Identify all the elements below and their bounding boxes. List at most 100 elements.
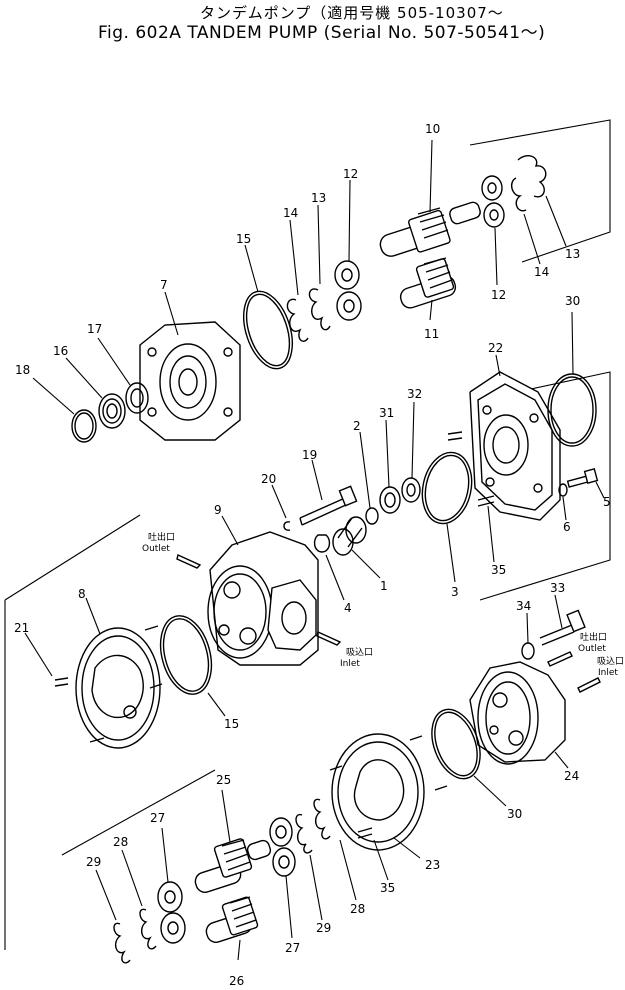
gear-plate-23 <box>329 733 448 859</box>
label-part-2: 2 <box>353 419 361 433</box>
label-part-17: 17 <box>87 322 102 336</box>
snap-ring-2 <box>359 431 379 525</box>
label-part-10: 10 <box>425 122 440 136</box>
label-part-24: 24 <box>564 769 579 783</box>
outlet-arrow-lower: 吐出口 Outlet <box>547 631 607 667</box>
label-part-21: 21 <box>14 621 29 635</box>
washer-17 <box>97 337 149 414</box>
seal-14-rear <box>510 177 541 265</box>
seal-14-front <box>286 219 309 342</box>
label-part-30-upper: 30 <box>565 294 580 308</box>
label-part-29-left: 29 <box>86 855 101 869</box>
inlet-label-en-lower: Inlet <box>598 668 618 678</box>
flange-7 <box>139 291 241 441</box>
label-part-12-rear: 12 <box>491 288 506 302</box>
bolt-19 <box>299 459 358 526</box>
outlet-label-en-upper: Outlet <box>142 544 170 554</box>
label-part-22: 22 <box>488 341 503 355</box>
seal-4 <box>313 534 345 601</box>
seal-29-left <box>95 869 131 964</box>
washer-20 <box>271 484 291 531</box>
label-part-8: 8 <box>78 587 86 601</box>
label-part-32: 32 <box>407 387 422 401</box>
label-part-33: 33 <box>550 581 565 595</box>
seal-29-right <box>295 813 323 921</box>
label-part-30-lower: 30 <box>507 807 522 821</box>
drive-gear-shaft-10 <box>379 139 481 257</box>
washer-34 <box>521 612 535 660</box>
label-part-27-left: 27 <box>150 811 165 825</box>
gear-plate-8 <box>75 597 163 749</box>
pin-35-lower <box>357 827 389 881</box>
label-part-6: 6 <box>563 520 571 534</box>
label-part-18: 18 <box>15 363 30 377</box>
bolt-33 <box>539 594 586 646</box>
bushing-12-front <box>334 179 362 321</box>
drive-gear-25 <box>194 789 272 893</box>
inlet-label-jp-lower: 吸込口 <box>597 656 624 667</box>
bracket-mid-right <box>479 371 611 601</box>
backup-ring-28-right <box>313 798 357 901</box>
label-part-1: 1 <box>380 579 388 593</box>
cover-22 <box>447 354 561 521</box>
label-part-28-left: 28 <box>113 835 128 849</box>
inlet-label-en-upper: Inlet <box>340 659 360 669</box>
inlet-arrow-lower: 吸込口 Inlet <box>577 656 624 693</box>
label-part-14-rear: 14 <box>534 265 549 279</box>
o-ring-30-upper <box>547 311 597 447</box>
label-part-13-rear: 13 <box>565 247 580 261</box>
label-part-11: 11 <box>424 327 439 341</box>
label-part-16: 16 <box>53 344 68 358</box>
o-ring-15-lower <box>159 615 226 717</box>
label-part-20: 20 <box>261 472 276 486</box>
label-part-14-front: 14 <box>283 206 298 220</box>
o-ring-3 <box>421 451 473 583</box>
label-part-5: 5 <box>603 495 611 509</box>
washer-6 <box>558 483 568 521</box>
sleeve-1 <box>332 516 381 579</box>
label-part-3: 3 <box>451 585 459 599</box>
snap-ring-18 <box>32 377 97 443</box>
bracket-upper <box>469 119 611 263</box>
rear-cover-24 <box>469 661 569 769</box>
bracket-left <box>4 514 141 950</box>
label-part-35-lower: 35 <box>380 881 395 895</box>
inlet-arrow-upper: 吸込口 Inlet <box>316 631 373 669</box>
label-part-19: 19 <box>302 448 317 462</box>
o-ring-15-upper <box>242 244 294 370</box>
label-part-12-front: 12 <box>343 167 358 181</box>
bushing-27-left <box>157 827 186 944</box>
label-part-31: 31 <box>379 406 394 420</box>
backup-ring-13-front <box>308 204 331 331</box>
outlet-arrow-upper: 吐出口 Outlet <box>142 531 202 569</box>
label-part-26: 26 <box>229 974 244 988</box>
label-part-9: 9 <box>214 503 222 517</box>
label-part-15-lower: 15 <box>224 717 239 731</box>
o-ring-30-lower <box>431 708 507 807</box>
label-part-25: 25 <box>216 773 231 787</box>
bushing-27-right <box>269 817 296 939</box>
title-japanese: タンデムポンプ（適用号機 505-10307～ <box>200 4 504 22</box>
bushing-12-rear <box>481 175 505 286</box>
pump-body-9 <box>207 515 319 666</box>
outlet-label-en-lower: Outlet <box>578 644 606 654</box>
label-part-28-right: 28 <box>350 902 365 916</box>
label-part-4: 4 <box>344 601 352 615</box>
label-part-13-front: 13 <box>311 191 326 205</box>
oil-seal-16 <box>65 357 126 429</box>
backup-ring-28-left <box>121 849 157 950</box>
label-part-7: 7 <box>160 278 168 292</box>
driven-gear-11 <box>399 257 457 321</box>
label-part-15-upper: 15 <box>236 232 251 246</box>
bolt-5 <box>566 468 605 499</box>
outlet-label-jp-lower: 吐出口 <box>580 631 607 643</box>
pin-35-upper <box>487 505 495 563</box>
label-part-27-right: 27 <box>285 941 300 955</box>
title-english: Fig. 602A TANDEM PUMP (Serial No. 507-50… <box>98 23 546 43</box>
label-part-34: 34 <box>516 599 531 613</box>
washer-32 <box>401 401 421 503</box>
title-block: タンデムポンプ（適用号機 505-10307～ Fig. 602A TANDEM… <box>0 0 625 43</box>
label-part-23: 23 <box>425 858 440 872</box>
outlet-label-jp-upper: 吐出口 <box>148 531 175 543</box>
